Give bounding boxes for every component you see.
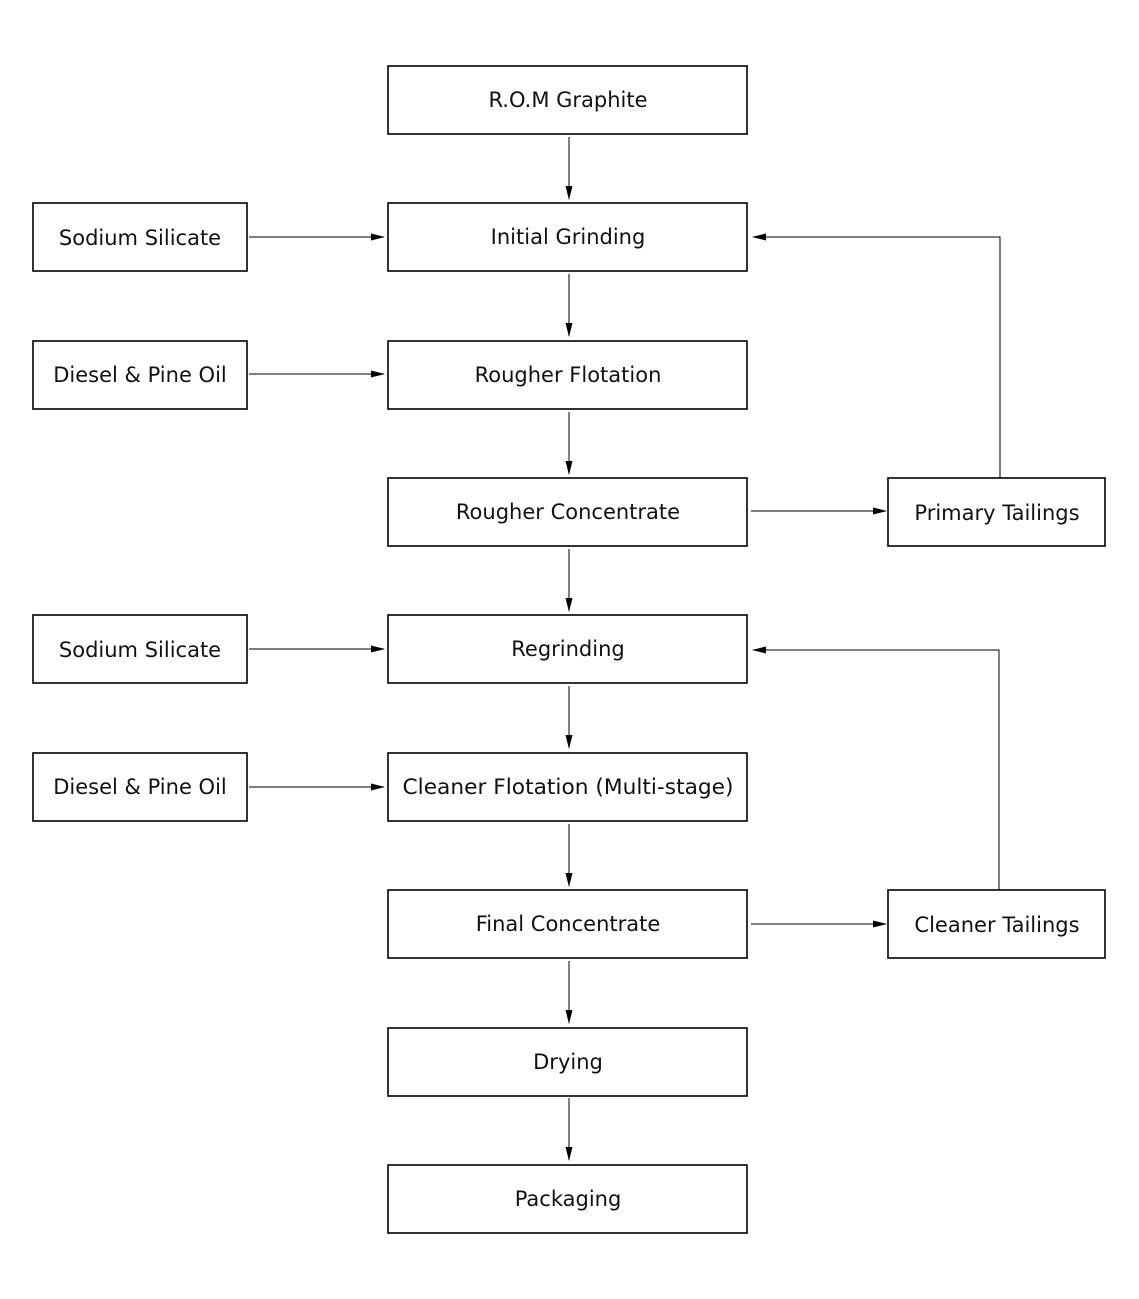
edge-cleaner-tailings-to-regrinding xyxy=(752,646,1000,890)
node-cleaner-flotation: Cleaner Flotation (Multi-stage) xyxy=(387,752,748,822)
node-initial-grinding: Initial Grinding xyxy=(387,202,748,272)
node-rougher-concentrate: Rougher Concentrate xyxy=(387,477,748,547)
edges xyxy=(249,137,1001,1161)
node-label: R.O.M Graphite xyxy=(488,88,647,112)
edge-primary-tailings-to-initial-grinding xyxy=(752,233,1001,478)
node-label: Sodium Silicate xyxy=(59,226,221,250)
node-sodium-silicate-1: Sodium Silicate xyxy=(32,202,248,272)
node-drying: Drying xyxy=(387,1027,748,1097)
node-diesel-pine-oil-1: Diesel & Pine Oil xyxy=(32,340,248,410)
node-diesel-pine-oil-2: Diesel & Pine Oil xyxy=(32,752,248,822)
node-label: Packaging xyxy=(515,1187,622,1211)
node-label: Diesel & Pine Oil xyxy=(53,775,227,799)
node-label: Rougher Concentrate xyxy=(456,500,680,524)
node-packaging: Packaging xyxy=(387,1164,748,1234)
node-label: Drying xyxy=(533,1050,603,1074)
node-primary-tailings: Primary Tailings xyxy=(887,477,1106,547)
node-label: Diesel & Pine Oil xyxy=(53,363,227,387)
node-rougher-flotation: Rougher Flotation xyxy=(387,340,748,410)
node-label: Rougher Flotation xyxy=(475,363,662,387)
node-regrinding: Regrinding xyxy=(387,614,748,684)
node-cleaner-tailings: Cleaner Tailings xyxy=(887,889,1106,959)
node-label: Final Concentrate xyxy=(476,912,661,936)
node-sodium-silicate-2: Sodium Silicate xyxy=(32,614,248,684)
node-label: Sodium Silicate xyxy=(59,638,221,662)
node-label: Initial Grinding xyxy=(491,225,646,249)
node-label: Primary Tailings xyxy=(914,501,1079,525)
nodes: R.O.M Graphite Sodium Silicate Initial G… xyxy=(32,65,1106,1234)
node-rom-graphite: R.O.M Graphite xyxy=(387,65,748,135)
node-label: Cleaner Flotation (Multi-stage) xyxy=(403,775,734,799)
node-label: Cleaner Tailings xyxy=(914,913,1079,937)
node-label: Regrinding xyxy=(511,637,624,661)
node-final-concentrate: Final Concentrate xyxy=(387,889,748,959)
